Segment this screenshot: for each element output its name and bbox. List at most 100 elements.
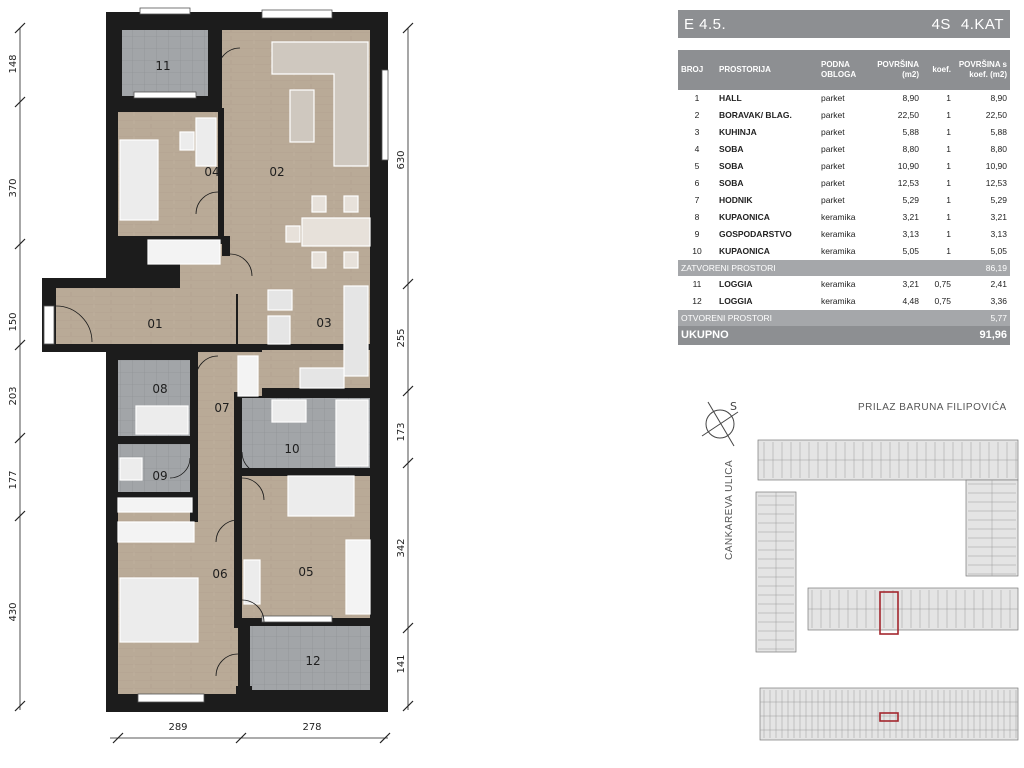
col-povrsina-koef: POVRŠINA s koef. (m2) [954,50,1010,90]
grand-total-row-label: UKUPNO [678,326,954,345]
unit-header: E 4.5. 4S 4.KAT [678,10,1010,38]
cell-podna-obloga: parket [821,161,845,171]
cell-povrsina-koef: 3,21 [990,212,1007,222]
room-01-floor [56,288,236,344]
open-total-row-value: 5,77 [954,310,1010,326]
cell-podna-obloga: parket [821,195,845,205]
cell-prostorija: HODNIK [719,195,753,205]
cell-povrsina: 5,88 [902,127,919,137]
unit-floor: 4.KAT [960,15,1004,33]
room-label-03: 03 [316,316,331,330]
cell-povrsina: 8,90 [902,93,919,103]
cell-podna-obloga: keramika [821,296,856,306]
cell-povrsina-koef: 5,88 [990,127,1007,137]
cell-broj: 11 [692,279,702,289]
north-arrow-icon [701,401,739,447]
unit-code: E 4.5. [684,15,727,33]
cell-povrsina-koef: 5,05 [990,246,1007,256]
cell-koef: 1 [946,229,951,239]
cell-povrsina: 10,90 [897,161,919,171]
dim-right-630: 630 [396,150,407,169]
dim-right-255: 255 [396,328,407,347]
cell-broj: 2 [694,110,700,120]
col-prostorija: PROSTORIJA [716,50,818,90]
room-07-floor [196,352,238,522]
cell-povrsina-koef: 3,13 [990,229,1007,239]
grand-total-row-value: 91,96 [954,326,1010,345]
room-label-05: 05 [298,565,313,579]
cell-prostorija: HALL [719,93,742,103]
highlighted-unit-elevation [879,712,899,722]
room-label-12: 12 [305,654,320,668]
room-label-10: 10 [284,442,299,456]
room-label-02: 02 [269,165,284,179]
cell-povrsina-koef: 8,80 [990,144,1007,154]
street-left: CANKAREVA ULICA [724,459,735,560]
cell-koef: 1 [946,246,951,256]
street-top: PRILAZ BARUNA FILIPOVIĆA [858,402,1007,413]
dim-right-342: 342 [396,538,407,557]
cell-povrsina: 4,48 [902,296,919,306]
room-label-07: 07 [214,401,229,415]
dim-right-173: 173 [396,422,407,441]
col-koef: koef. [922,50,954,90]
cell-prostorija: SOBA [719,144,744,154]
cell-broj: 9 [694,229,700,239]
loggia-11-floor [122,30,208,96]
cell-prostorija: KUHINJA [719,127,757,137]
dim-left-148: 148 [8,54,19,73]
cell-povrsina: 12,53 [897,178,919,188]
cell-povrsina-koef: 12,53 [985,178,1007,188]
cell-povrsina-koef: 10,90 [985,161,1007,171]
cell-broj: 8 [694,212,700,222]
room-label-11: 11 [155,59,170,73]
site-plan: S [701,400,1019,741]
cell-prostorija: SOBA [719,178,744,188]
cell-broj: 10 [692,246,702,256]
cell-povrsina: 8,80 [902,144,919,154]
area-table: BROJ PROSTORIJA PODNA OBLOGA POVRŠINA (m… [678,50,1010,345]
cell-koef: 1 [946,127,951,137]
cell-koef: 1 [946,110,951,120]
unit-type: 4S [931,15,951,33]
cell-prostorija: LOGGIA [719,296,753,306]
dim-left-370: 370 [8,178,19,197]
cell-povrsina: 5,05 [902,246,919,256]
cell-prostorija: GOSPODARSTVO [719,229,792,239]
cell-prostorija: BORAVAK/ BLAG. [719,110,792,120]
cell-podna-obloga: parket [821,178,845,188]
cell-koef: 1 [946,178,951,188]
dim-right-141: 141 [396,654,407,673]
floor-plan: 11 04 02 01 03 08 07 10 09 06 05 12 [8,7,414,744]
col-povrsina: POVRŠINA (m2) [872,50,922,90]
loggia-12-floor [250,624,370,690]
cell-povrsina-koef: 2,41 [990,279,1007,289]
cell-podna-obloga: keramika [821,229,856,239]
room-label-06: 06 [212,567,227,581]
closed-total-row-label: ZATVORENI PROSTORI [678,260,954,276]
room-label-09: 09 [152,469,167,483]
col-podna-obloga: PODNA OBLOGA [818,50,872,90]
cell-koef: 0,75 [934,279,951,289]
col-broj: BROJ [678,50,716,90]
room-label-04: 04 [204,165,219,179]
cell-broj: 12 [692,296,702,306]
highlighted-unit [879,591,899,635]
cell-povrsina: 3,21 [902,212,919,222]
cell-povrsina-koef: 8,90 [990,93,1007,103]
cell-prostorija: SOBA [719,161,744,171]
cell-koef: 1 [946,161,951,171]
cell-koef: 0,75 [934,296,951,306]
